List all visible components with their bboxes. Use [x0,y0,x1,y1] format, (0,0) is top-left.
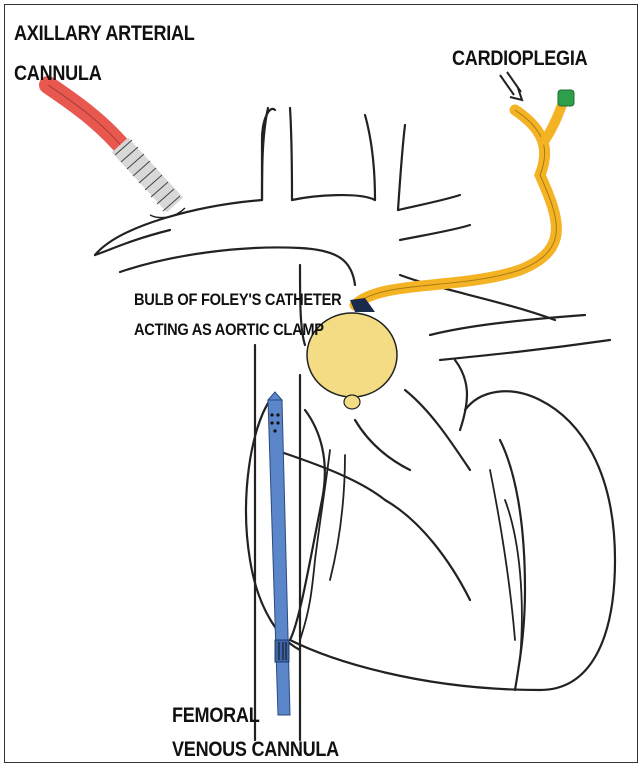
femoral-label-line2: VENOUS CANNULA [172,738,339,762]
cardioplegia-arrow [500,72,522,100]
femoral-label-line1: FEMORAL [172,704,259,728]
coronary-branch-d [505,500,522,660]
aortic-arch-outer [95,109,275,255]
brachiocephalic-left [262,108,268,200]
bulb-label-line1: BULB OF FOLEY'S CATHETER [134,290,341,310]
pulmonary-lower [430,315,585,335]
heart-lower-right [355,420,410,470]
femoral-venous-cannula [268,392,290,715]
pulmonary-mid [440,340,610,360]
aortic-arch-top [95,230,170,255]
arch-top-line [292,195,375,200]
axillary-label-line2: CANNULA [14,62,101,86]
cardioplegia-label: CARDIOPLEGIA [452,47,587,71]
bulb-label-line2: ACTING AS AORTIC CLAMP [134,320,324,340]
subclavian-lower [400,225,470,240]
axillary-label-line1: AXILLARY ARTERIAL [14,22,195,46]
left-atrium-line [455,360,467,430]
subclavian-left [398,195,460,210]
coronary-branch-a [300,450,330,640]
carotid-left [365,115,375,200]
axillary-cannula [48,85,185,218]
right-ventricle-line [275,450,470,600]
coronary-branch-c [490,470,515,640]
foley-catheter [350,90,574,312]
carotid-right [398,125,405,210]
arch-inner [120,247,355,285]
brachiocephalic-right [290,108,292,200]
